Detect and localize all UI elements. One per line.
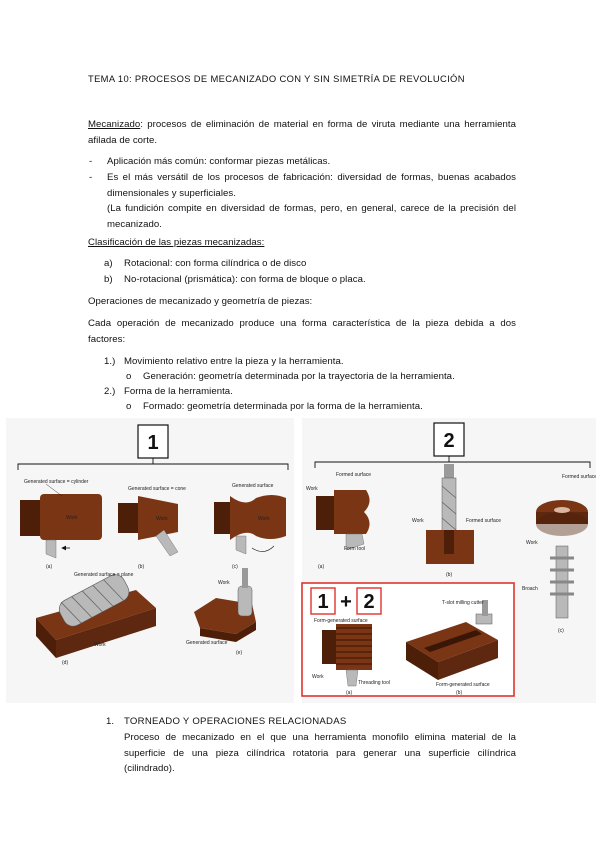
intro-line2: factores: (88, 333, 126, 345)
svg-text:(c): (c) (558, 628, 564, 634)
bracket-1 (17, 458, 289, 470)
definition-text-line2: afilada de corte. (88, 134, 158, 146)
label-gen-cylinder: Generated surface = cylinder (24, 479, 89, 485)
clasif-item-b: No-rotacional (prismática): con forma de… (124, 274, 366, 285)
factor-text-2: Forma de la herramienta. (124, 386, 233, 397)
machining-figure: 1 2 Work (a) Generated surface = cylinde… (6, 418, 596, 703)
clasificacion-heading: Clasificación de las piezas mecanizadas: (88, 237, 265, 248)
svg-text:Work: Work (156, 516, 168, 522)
svg-text:Work: Work (412, 518, 424, 524)
svg-text:Work: Work (312, 674, 324, 680)
torneado-line2: superficie de una pieza cilíndrica rotat… (124, 747, 516, 759)
bullet-2-line2: dimensionales y superficiales. (107, 187, 236, 199)
svg-text:(a): (a) (346, 690, 352, 696)
bullet-2-line3: (La fundición compite en diversidad de f… (107, 203, 516, 214)
box-2-label: 2 (443, 430, 454, 452)
svg-text:Generated surface: Generated surface (186, 640, 228, 646)
svg-text:Form-generated surface: Form-generated surface (436, 682, 490, 688)
torneado-line1: Proceso de mecanizado en el que una herr… (124, 732, 516, 743)
svg-text:T-slot milling cutter: T-slot milling cutter (442, 600, 484, 606)
svg-text:Formed surface: Formed surface (562, 474, 596, 480)
svg-text:1: 1 (317, 591, 328, 613)
svg-text:(b): (b) (456, 690, 462, 696)
factor-marker-1: 1.) (104, 356, 116, 367)
plus-box-2 (356, 587, 382, 615)
fig-2c-broaching: Formed surface Work Broach (c) (522, 474, 596, 634)
fig-combined-threading: Form-generated surface Work Threading to… (312, 618, 390, 696)
svg-text:Broach: Broach (522, 586, 538, 592)
svg-text:(c): (c) (232, 564, 238, 570)
panel-1-bg (6, 418, 294, 703)
svg-text:Generated surface = plane: Generated surface = plane (74, 572, 134, 578)
factor-sub-2: Formado: geometría determinada por la fo… (143, 401, 423, 412)
svg-text:(b): (b) (138, 564, 144, 570)
svg-text:(a): (a) (46, 564, 52, 570)
clasif-marker-b: b) (104, 274, 113, 285)
term-mecanizado: Mecanizado (88, 119, 141, 130)
intro-line1: Cada operación de mecanizado produce una… (88, 318, 516, 329)
svg-text:2: 2 (363, 591, 374, 613)
bullet-text-2: Es el más versátil de los procesos de fa… (107, 170, 516, 232)
document-title: TEMA 10: PROCESOS DE MECANIZADO CON Y SI… (88, 73, 465, 84)
box-1 (137, 424, 169, 459)
svg-text:(e): (e) (236, 650, 242, 656)
operaciones-intro: Cada operación de mecanizado produce una… (88, 316, 516, 347)
factor-sub-1: Generación: geometría determinada por la… (143, 371, 455, 382)
clasif-item-a: Rotacional: con forma cilíndrica o de di… (124, 258, 307, 269)
clasif-marker-a: a) (104, 258, 113, 269)
svg-text:Form tool: Form tool (344, 546, 365, 552)
plus-sign: + (340, 591, 352, 613)
bullet-2-line1: Es el más versátil de los procesos de fa… (107, 172, 516, 183)
svg-text:Formed surface: Formed surface (336, 472, 371, 478)
svg-text:Form-generated surface: Form-generated surface (314, 618, 368, 624)
torneado-paragraph: Proceso de mecanizado en el que una herr… (124, 730, 516, 777)
svg-text:Work: Work (258, 516, 270, 522)
fig-1c-contour-turning: Work (c) Generated surface (214, 483, 286, 570)
svg-text:Generated surface: Generated surface (232, 483, 274, 489)
fig-2b-drilling: Work Formed surface (b) (412, 464, 501, 578)
svg-text:Threading tool: Threading tool (358, 680, 390, 686)
svg-text:(b): (b) (446, 572, 452, 578)
fig-1b-taper-turning: Work (b) Generated surface = cone (118, 486, 186, 570)
fig-1e-end-milling: Work Generated surface (e) (186, 568, 256, 656)
svg-text:Work: Work (306, 486, 318, 492)
factor-marker-2: 2.) (104, 386, 116, 397)
section-number: 1. (106, 716, 115, 727)
factor-sub-marker-1: o (126, 371, 132, 382)
section-heading: TORNEADO Y OPERACIONES RELACIONADAS (124, 716, 347, 727)
svg-text:Work: Work (94, 642, 106, 648)
svg-text:Generated surface = cone: Generated surface = cone (128, 486, 186, 492)
fig-1d-plain-milling: Generated surface = plane Work (d) (36, 572, 156, 666)
fig-1a-cylinder-turning: Work (a) Generated surface = cylinder (20, 479, 102, 570)
svg-text:(d): (d) (62, 660, 68, 666)
box-1-label: 1 (147, 432, 158, 454)
svg-text:(a): (a) (318, 564, 324, 570)
plus-box-1 (310, 587, 336, 615)
factor-text-1: Movimiento relativo entre la pieza y la … (124, 356, 344, 367)
operaciones-heading: Operaciones de mecanizado y geometría de… (88, 296, 313, 307)
svg-text:Formed surface: Formed surface (466, 518, 501, 524)
torneado-line3: (cilindrado). (124, 763, 175, 774)
bracket-2 (314, 456, 591, 468)
bullet-text-1: Aplicación más común: conformar piezas m… (107, 156, 331, 167)
bullet-2-line4: mecanizado. (107, 218, 162, 230)
fig-combined-tslot: T-slot milling cutter Form-generated sur… (406, 600, 498, 696)
factor-sub-marker-2: o (126, 401, 132, 412)
definition-text-line1: : procesos de eliminación de material en… (140, 119, 516, 130)
bullet-marker-2: - (89, 172, 93, 183)
svg-text:Work: Work (218, 580, 230, 586)
svg-text:Work: Work (66, 515, 78, 521)
fig-2a-form-turning: Work Formed surface Form tool (a) (306, 472, 371, 570)
svg-text:Work: Work (526, 540, 538, 546)
bullet-marker-1: - (89, 156, 93, 167)
definition-paragraph: Mecanizado: procesos de eliminación de m… (88, 117, 516, 148)
